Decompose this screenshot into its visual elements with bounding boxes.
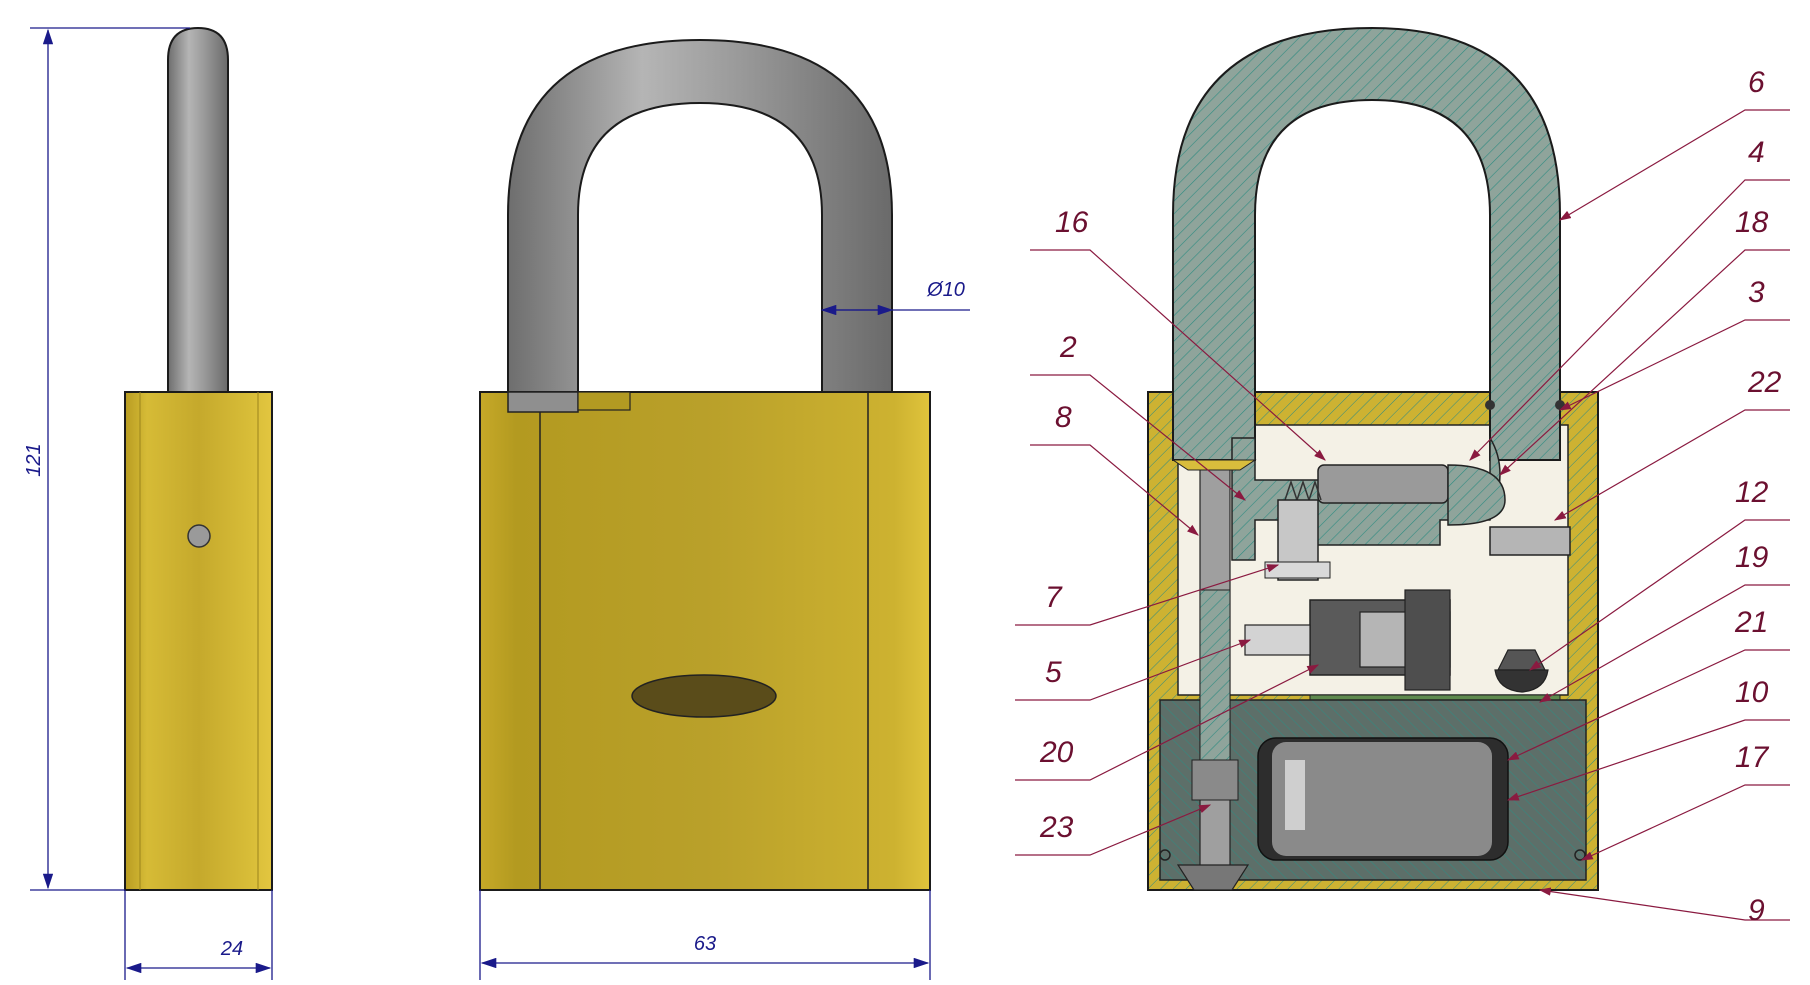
front-width-dimension: 63 bbox=[479, 890, 931, 980]
front-body bbox=[479, 391, 931, 891]
callout-16: 16 bbox=[1055, 206, 1089, 239]
callout-10: 10 bbox=[1735, 676, 1769, 709]
side-width-dimension: 24 bbox=[124, 890, 273, 980]
side-view bbox=[124, 26, 273, 891]
callout-22: 8 bbox=[1055, 401, 1072, 434]
diameter-label: Ø10 bbox=[926, 279, 965, 301]
section-shackle bbox=[1172, 26, 1561, 461]
side-body bbox=[124, 391, 273, 891]
callout-18: 18 bbox=[1735, 206, 1769, 239]
callout-19: 19 bbox=[1735, 541, 1769, 574]
callout-9: 9 bbox=[1748, 894, 1765, 927]
side-width-label: 24 bbox=[220, 938, 243, 960]
front-view bbox=[479, 38, 931, 891]
callouts: 6 4 18 3 22 12 19 21 10 17 9 16 2 8 7 5 bbox=[1015, 66, 1790, 927]
callout-6: 6 bbox=[1748, 66, 1765, 99]
height-label: 121 bbox=[23, 443, 45, 476]
keyhole bbox=[631, 674, 777, 718]
front-width-label: 63 bbox=[694, 933, 716, 955]
side-pin bbox=[187, 524, 211, 548]
callout-20: 20 bbox=[1039, 736, 1074, 769]
callout-4: 4 bbox=[1748, 136, 1765, 169]
callout-17: 17 bbox=[1735, 741, 1770, 774]
callout-5: 5 bbox=[1045, 656, 1062, 689]
callout-7: 7 bbox=[1045, 581, 1063, 614]
height-dimension: 121 bbox=[23, 27, 190, 891]
callout-23: 23 bbox=[1039, 811, 1074, 844]
callout-3: 3 bbox=[1748, 276, 1765, 309]
section-view bbox=[1147, 26, 1599, 891]
diameter-dimension: Ø10 bbox=[820, 279, 970, 316]
callout-2: 2 bbox=[1059, 331, 1077, 364]
callout-8: 22 bbox=[1747, 366, 1782, 399]
callout-21: 21 bbox=[1734, 606, 1768, 639]
callout-12: 12 bbox=[1735, 476, 1769, 509]
side-shackle bbox=[167, 26, 229, 393]
front-shackle bbox=[507, 38, 893, 413]
